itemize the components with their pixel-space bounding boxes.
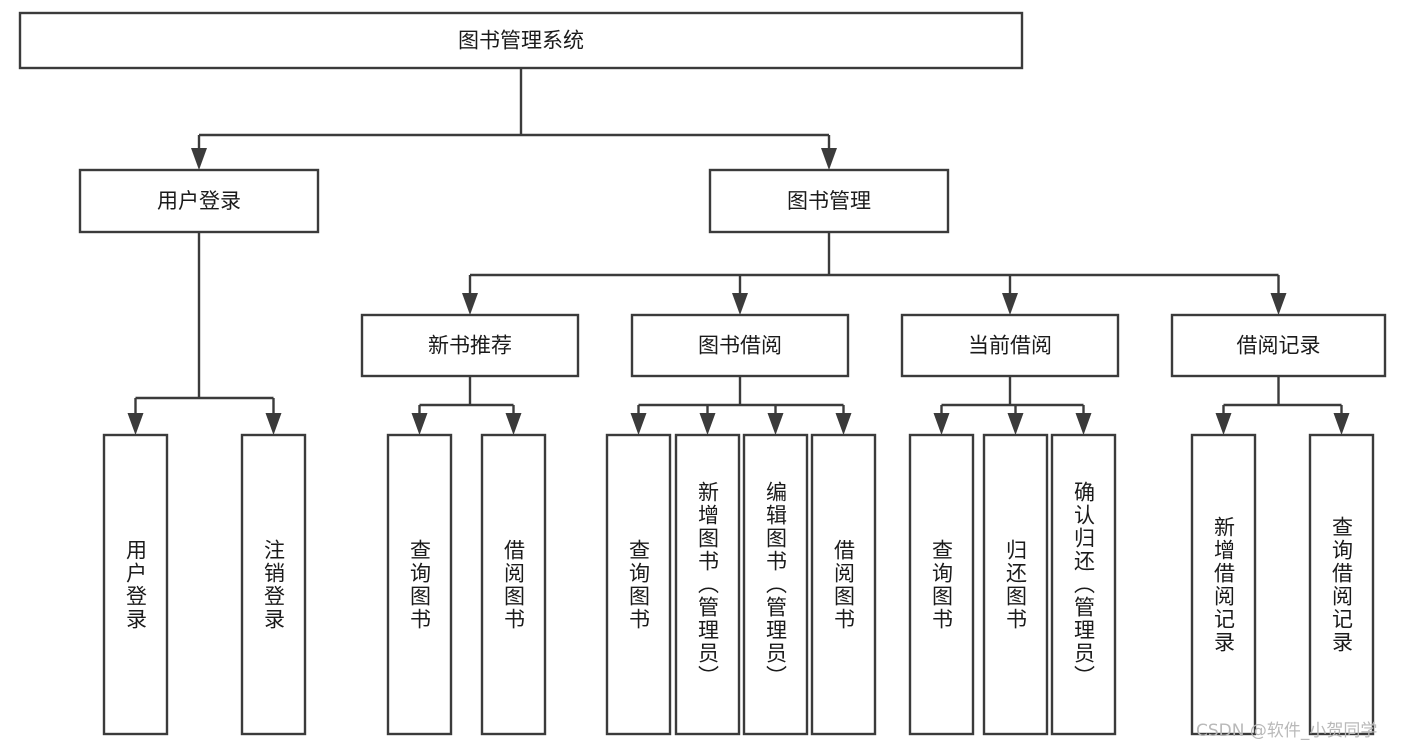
arrow-icon-leaf-borrow-book-1	[505, 413, 522, 435]
node-box-borrow-record	[1170, 313, 1387, 378]
arrow-icon-borrow-record	[1270, 293, 1287, 315]
arrow-icon-leaf-add-record	[1215, 413, 1232, 435]
arrow-icon-leaf-borrow-book-2	[835, 413, 852, 435]
arrow-icon-leaf-add-book	[699, 413, 716, 435]
node-box-user-login	[78, 168, 320, 234]
node-label-root: 图书管理系统	[458, 29, 584, 53]
arrow-icon-book-borrow	[732, 293, 748, 315]
arrow-icon-leaf-edit-book	[767, 413, 784, 435]
arrow-icon-new-book-rec	[462, 293, 478, 315]
arrow-icon-leaf-confirm-return	[1075, 413, 1092, 435]
node-box-leaf-query-book-2	[605, 433, 672, 736]
node-box-root	[18, 11, 1024, 70]
arrow-icon-leaf-query-book-1	[411, 413, 428, 435]
node-label-user-login: 用户登录	[157, 189, 241, 213]
node-box-leaf-borrow-book-1	[480, 433, 547, 736]
node-box-leaf-query-record	[1308, 433, 1375, 736]
node-box-leaf-user-logout	[240, 433, 307, 736]
node-label-book-borrow: 图书借阅	[698, 334, 782, 358]
node-box-leaf-edit-book	[742, 433, 809, 736]
arrow-icon-leaf-return-book	[1007, 413, 1024, 435]
node-box-current-borrow	[900, 313, 1120, 378]
node-box-leaf-user-login	[102, 433, 169, 736]
arrow-icon-user-login	[191, 148, 207, 170]
node-label-current-borrow: 当前借阅	[968, 334, 1052, 358]
node-box-leaf-return-book	[982, 433, 1049, 736]
arrow-icon-book-manage	[821, 148, 837, 170]
arrow-icon-leaf-query-record	[1333, 413, 1350, 435]
node-box-leaf-query-book-3	[908, 433, 975, 736]
arrow-icon-leaf-query-book-3	[933, 413, 950, 435]
arrow-icon-current-borrow	[1002, 293, 1018, 315]
node-label-new-book-rec: 新书推荐	[428, 334, 512, 358]
node-box-leaf-query-book-1	[386, 433, 453, 736]
node-box-book-borrow	[630, 313, 850, 378]
node-label-borrow-record: 借阅记录	[1237, 334, 1321, 358]
node-box-leaf-confirm-return	[1050, 433, 1117, 736]
node-box-layer	[18, 11, 1387, 736]
node-label-book-manage: 图书管理	[787, 189, 871, 213]
node-box-leaf-borrow-book-2	[810, 433, 877, 736]
node-box-book-manage	[708, 168, 950, 234]
arrow-icon-leaf-user-logout	[265, 413, 282, 435]
connector-layer	[127, 68, 1350, 435]
node-box-leaf-add-book	[674, 433, 741, 736]
csdn-watermark: CSDN @软件_小贺同学	[1196, 721, 1378, 741]
arrow-icon-leaf-user-login	[127, 413, 144, 435]
node-box-new-book-rec	[360, 313, 580, 378]
node-box-leaf-add-record	[1190, 433, 1257, 736]
arrow-icon-leaf-query-book-2	[630, 413, 647, 435]
